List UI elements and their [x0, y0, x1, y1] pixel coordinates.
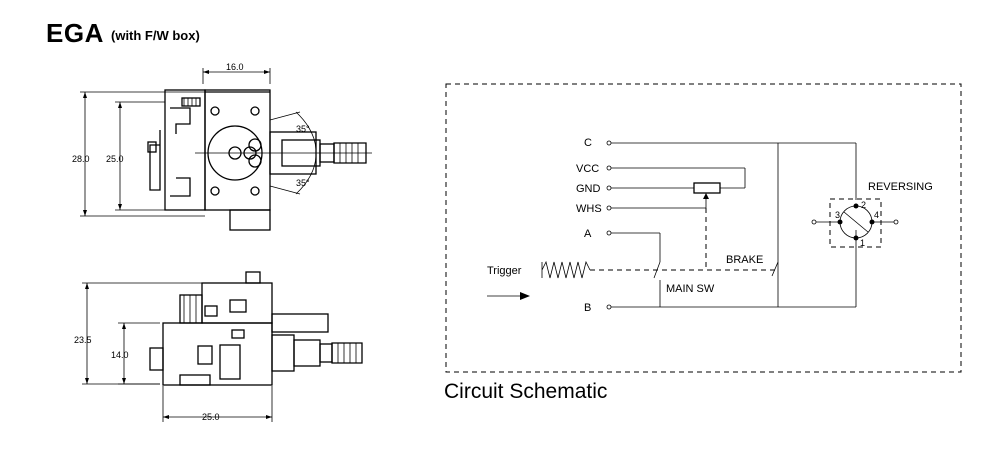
terminal-b-label: B	[584, 302, 591, 314]
trigger-label: Trigger	[487, 265, 522, 277]
reversing-pin-2: 2	[861, 200, 866, 210]
reversing-pin-4: 4	[874, 210, 879, 220]
schematic-caption: Circuit Schematic	[444, 380, 608, 403]
main-switch-label: MAIN SW	[666, 283, 715, 295]
brake-label: BRAKE	[726, 254, 763, 266]
dim-height-inner-side: 14.0	[111, 350, 129, 360]
reversing-label: REVERSING	[868, 181, 933, 193]
terminal-c-label: C	[584, 137, 592, 149]
dim-width-side: 25.0	[202, 412, 220, 422]
reversing-pin-3: 3	[835, 210, 840, 220]
circuit-schematic: C VCC GND WHS A B	[445, 83, 962, 373]
terminal-gnd-label: GND	[576, 183, 601, 195]
terminal-vcc-label: VCC	[576, 163, 599, 175]
dim-width-top: 16.0	[226, 62, 244, 72]
dim-height-inner-top: 25.0	[106, 154, 124, 164]
terminal-a-label: A	[584, 228, 592, 240]
dim-height-outer-top: 28.0	[72, 154, 90, 164]
angle-bottom-label: 35°	[296, 178, 310, 188]
side-view-drawing: 23.5 14.0 25.0	[74, 271, 363, 422]
top-view-drawing: 16.0 28.0 25.0	[72, 62, 372, 231]
page-subtitle: (with F/W box)	[111, 28, 200, 43]
page-title: EGA	[46, 18, 104, 48]
reversing-pin-1: 1	[860, 238, 865, 248]
angle-top-label: 35°	[296, 124, 310, 134]
dim-height-outer-side: 23.5	[74, 335, 92, 345]
terminal-whs-label: WHS	[576, 203, 602, 215]
